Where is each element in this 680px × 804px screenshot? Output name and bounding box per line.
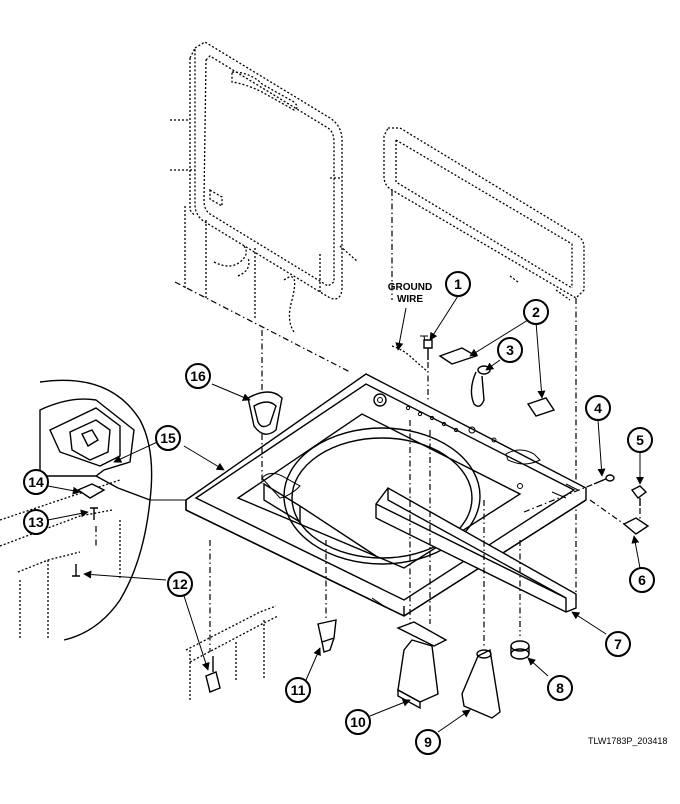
callout-1: 1 <box>445 271 471 297</box>
control-panel-dotted <box>383 127 585 600</box>
ground-wire-leaders: GROUND WIRE <box>388 282 432 373</box>
svg-text:13: 13 <box>28 514 44 530</box>
drawing-code: TLW1783P_203418 <box>588 736 667 746</box>
svg-text:15: 15 <box>160 430 176 446</box>
callout-7: 7 <box>605 631 631 657</box>
detail-inset <box>0 379 186 641</box>
svg-text:4: 4 <box>594 400 602 416</box>
lid-frame-dotted <box>170 41 359 410</box>
callout-2: 2 <box>523 299 549 325</box>
screw-12 <box>205 540 221 693</box>
callout-6: 6 <box>629 567 655 593</box>
callout-5: 5 <box>627 427 653 453</box>
svg-text:8: 8 <box>556 680 564 696</box>
svg-text:3: 3 <box>506 342 514 358</box>
ground-wire-label-line1: GROUND <box>388 282 432 293</box>
callout-10: 10 <box>345 709 371 735</box>
callout-8: 8 <box>547 675 573 701</box>
wire-harness-3 <box>470 365 491 407</box>
panel-holes <box>405 405 459 433</box>
callout-15: 15 <box>155 425 181 451</box>
bushing-8 <box>510 540 530 660</box>
callout-14: 14 <box>23 469 49 495</box>
callout-16: 16 <box>185 363 211 389</box>
svg-text:10: 10 <box>350 714 366 730</box>
callout-3: 3 <box>497 337 523 363</box>
svg-text:7: 7 <box>614 636 622 652</box>
hinge-10 <box>396 420 448 710</box>
callout-9: 9 <box>415 729 441 755</box>
svg-text:11: 11 <box>291 682 306 698</box>
callout-11: 11 <box>285 677 311 703</box>
callout-13: 13 <box>23 509 49 535</box>
screw-1 <box>423 339 433 400</box>
callout-4: 4 <box>585 395 611 421</box>
leader-lines <box>47 295 644 733</box>
svg-text:9: 9 <box>424 734 432 750</box>
lid-bumper <box>247 391 283 484</box>
ground-wire-label-line2: WIRE <box>397 294 423 305</box>
svg-text:12: 12 <box>172 576 188 592</box>
foot-11 <box>317 540 337 653</box>
screw-4 <box>523 474 615 513</box>
svg-text:6: 6 <box>638 572 646 588</box>
bracket-9 <box>461 500 501 719</box>
svg-text:16: 16 <box>190 368 206 384</box>
rail-bracket <box>375 487 577 613</box>
svg-text:2: 2 <box>532 304 540 320</box>
cabinet-dotted <box>185 605 279 700</box>
nut-5 <box>630 485 648 520</box>
callout-12: 12 <box>167 571 193 597</box>
labels-2 <box>438 347 556 417</box>
clip-6 <box>589 499 650 535</box>
svg-text:14: 14 <box>28 474 44 490</box>
svg-text:5: 5 <box>636 432 644 448</box>
svg-text:1: 1 <box>454 276 462 292</box>
